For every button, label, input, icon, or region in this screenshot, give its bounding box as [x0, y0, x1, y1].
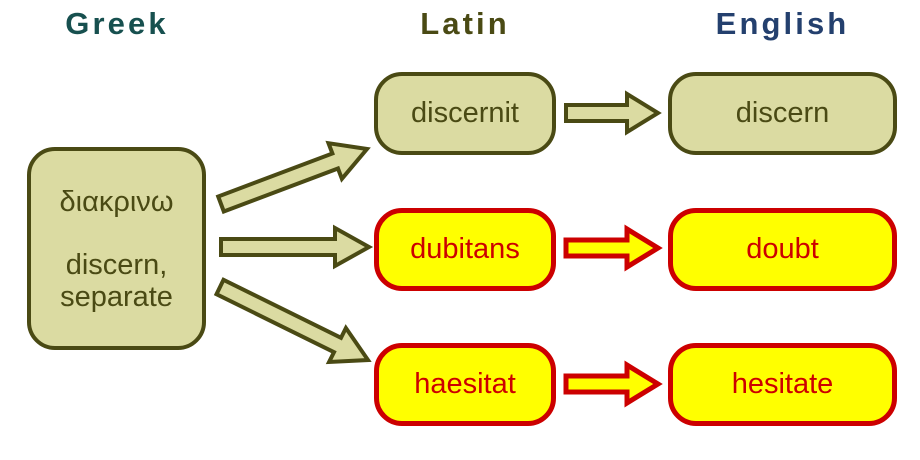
arrow-dubitans-to-doubt — [563, 224, 663, 272]
latin-box-haesitat: haesitat — [374, 343, 556, 426]
latin-word: dubitans — [410, 233, 520, 265]
english-box-hesitate: hesitate — [668, 343, 897, 426]
arrow-greek-to-haesitat — [213, 277, 372, 365]
column-heading-greek: Greek — [65, 6, 169, 41]
column-heading-latin: Latin — [420, 6, 510, 41]
english-word: discern — [735, 97, 830, 129]
arrow-greek-to-discernit — [215, 140, 371, 215]
latin-word: haesitat — [414, 368, 516, 400]
greek-term: διακρινω — [59, 185, 174, 218]
arrow-discernit-to-discern — [564, 90, 662, 136]
english-word: hesitate — [731, 368, 834, 400]
column-heading-english: English — [715, 6, 850, 41]
greek-word-box: διακρινω discern, separate — [27, 147, 206, 350]
english-box-doubt: doubt — [668, 208, 897, 291]
greek-gloss: discern, separate — [60, 248, 173, 313]
latin-box-dubitans: dubitans — [374, 208, 556, 291]
english-box-discern: discern — [668, 72, 897, 155]
latin-box-discernit: discernit — [374, 72, 556, 155]
arrow-greek-to-dubitans — [219, 224, 374, 270]
latin-word: discernit — [411, 97, 519, 129]
arrow-haesitat-to-hesitate — [563, 360, 663, 408]
english-word: doubt — [746, 233, 819, 265]
